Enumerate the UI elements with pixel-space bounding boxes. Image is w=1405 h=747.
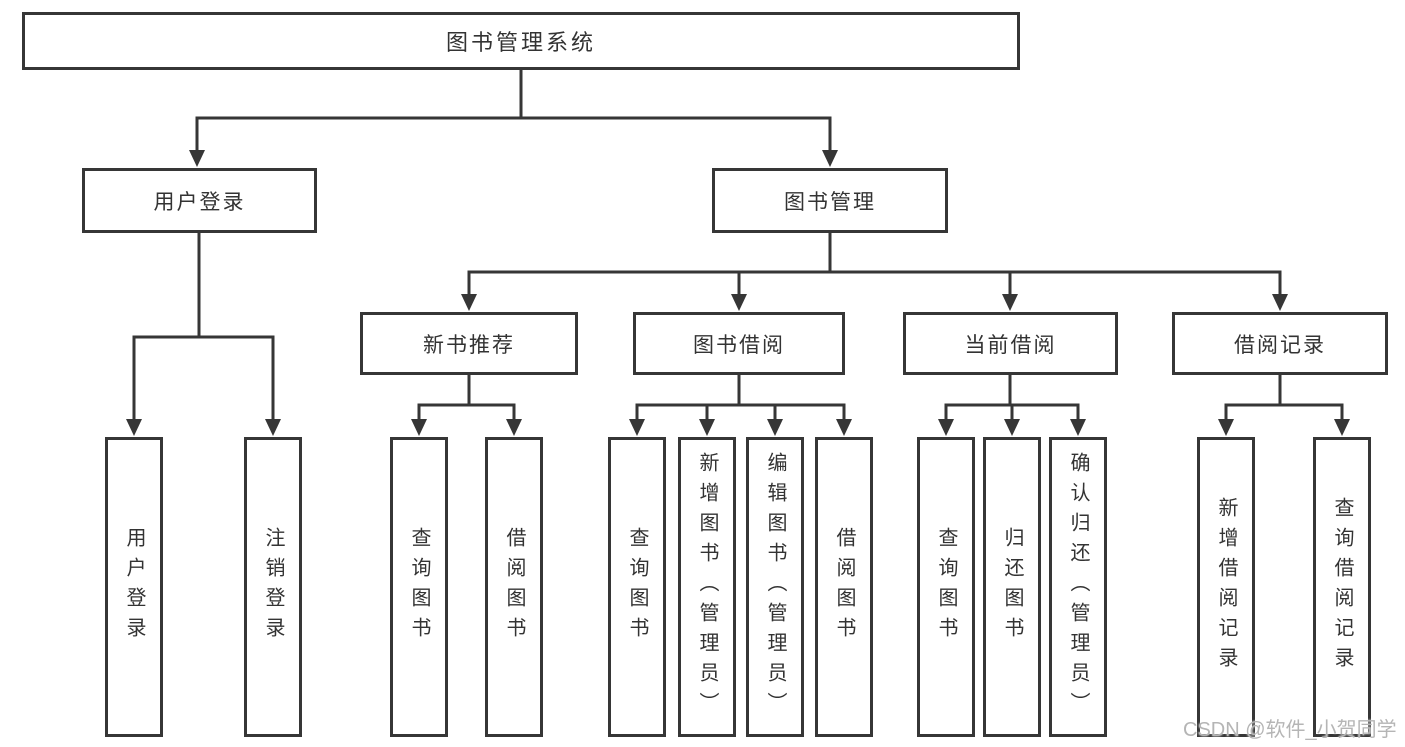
leaf-edit-books-admin: 编辑图书（管理员） — [746, 437, 804, 737]
leaf-query-books-current: 查询图书 — [917, 437, 975, 737]
csdn-watermark: CSDN @软件_小贺同学 — [1183, 719, 1397, 741]
leaf-user-login: 用户登录 — [105, 437, 163, 737]
leaf-add-books-admin: 新增图书（管理员） — [678, 437, 736, 737]
leaf-query-books-recommend: 查询图书 — [390, 437, 448, 737]
node-user-login: 用户登录 — [82, 168, 317, 233]
leaf-query-borrow-record: 查询借阅记录 — [1313, 437, 1371, 737]
leaf-confirm-return-admin: 确认归还（管理员） — [1049, 437, 1107, 737]
node-book-borrow: 图书借阅 — [633, 312, 845, 375]
node-root-system: 图书管理系统 — [22, 12, 1020, 70]
node-new-book-recommend: 新书推荐 — [360, 312, 578, 375]
leaf-return-books: 归还图书 — [983, 437, 1041, 737]
node-book-management: 图书管理 — [712, 168, 948, 233]
leaf-logout: 注销登录 — [244, 437, 302, 737]
node-borrow-records: 借阅记录 — [1172, 312, 1388, 375]
leaf-query-books-borrow: 查询图书 — [608, 437, 666, 737]
leaf-add-borrow-record: 新增借阅记录 — [1197, 437, 1255, 737]
leaf-borrow-books: 借阅图书 — [815, 437, 873, 737]
node-current-borrow: 当前借阅 — [903, 312, 1118, 375]
leaf-borrow-books-recommend: 借阅图书 — [485, 437, 543, 737]
